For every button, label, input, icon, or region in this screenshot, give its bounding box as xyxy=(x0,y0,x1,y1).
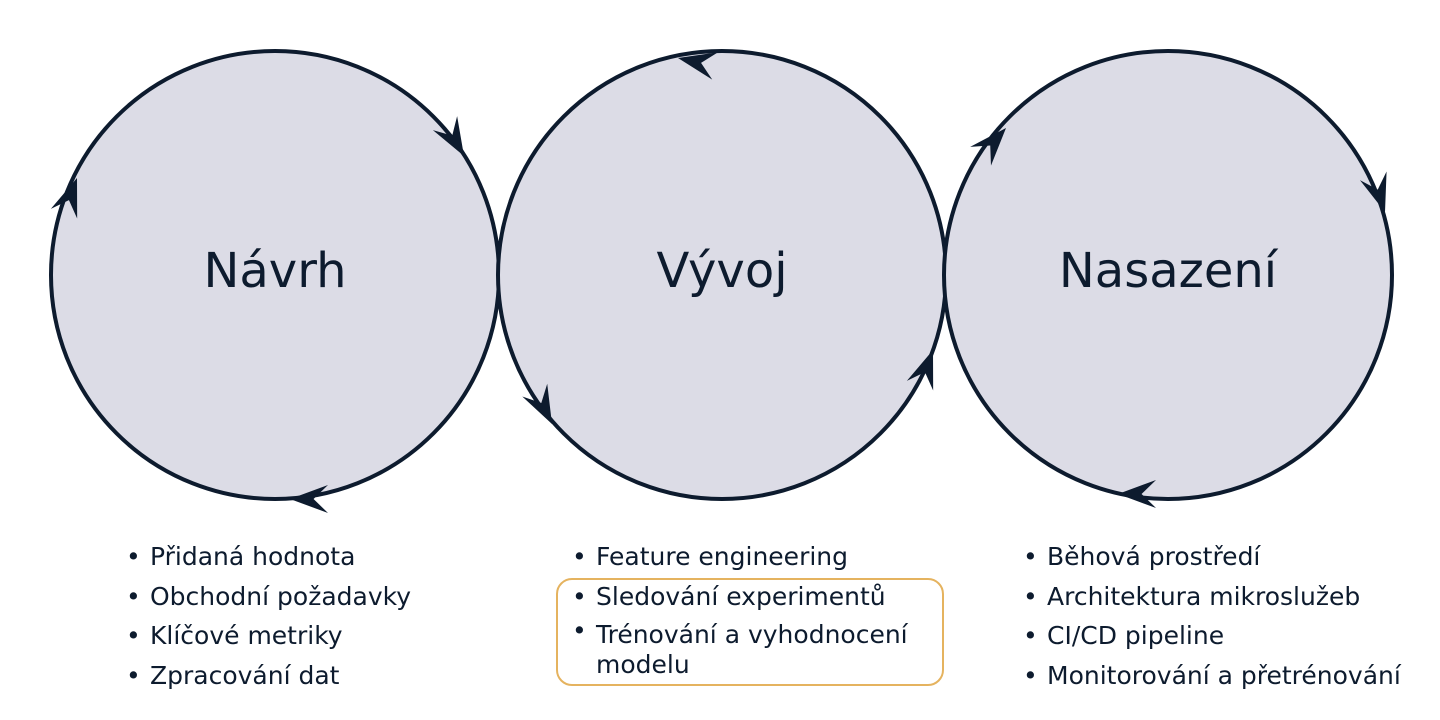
vyvoj-item-list: Feature engineering Sledování experiment… xyxy=(570,537,930,680)
list-item: Trénování a vyhodnocení modelu xyxy=(570,616,930,680)
arrow-nasazeni-clockwise-2-arrowhead xyxy=(1359,171,1387,212)
arrow-vyvoj-counter-2-arrowhead xyxy=(522,383,552,424)
arrow-nasazeni-clockwise-1-arrowhead xyxy=(970,128,1006,166)
list-item: Sledování experimentů xyxy=(570,577,930,617)
arrow-vyvoj-counter-3-arrowhead xyxy=(906,350,934,391)
list-item: Přidaná hodnota xyxy=(124,537,411,577)
list-item: Klíčové metriky xyxy=(124,616,411,656)
list-item: Běhová prostředí xyxy=(1021,537,1401,577)
list-item: CI/CD pipeline xyxy=(1021,616,1401,656)
arrow-navrh-clockwise-2-arrowhead xyxy=(290,485,328,513)
list-item: Architektura mikroslužeb xyxy=(1021,577,1401,617)
navrh-item-list: Přidaná hodnota Obchodní požadavky Klíčo… xyxy=(124,537,411,695)
nasazeni-item-list: Běhová prostředí Architektura mikrosluže… xyxy=(1021,537,1401,695)
cycle-circle-nasazeni xyxy=(942,49,1394,501)
phase-title-navrh: Návrh xyxy=(203,243,346,299)
list-item: Feature engineering xyxy=(570,537,930,577)
list-item: Monitorování a přetrénování xyxy=(1021,656,1401,696)
list-item: Obchodní požadavky xyxy=(124,577,411,617)
phase-title-nasazeni: Nasazení xyxy=(1059,243,1279,299)
list-item: Zpracování dat xyxy=(124,656,411,696)
arrow-vyvoj-counter-1-arrowhead xyxy=(678,52,719,80)
arrow-navrh-clockwise-3-arrowhead xyxy=(50,178,78,219)
arrow-nasazeni-clockwise-3-arrowhead xyxy=(1118,480,1156,508)
arrow-navrh-clockwise-1-arrowhead xyxy=(432,116,464,156)
phase-title-vyvoj: Vývoj xyxy=(656,243,787,299)
